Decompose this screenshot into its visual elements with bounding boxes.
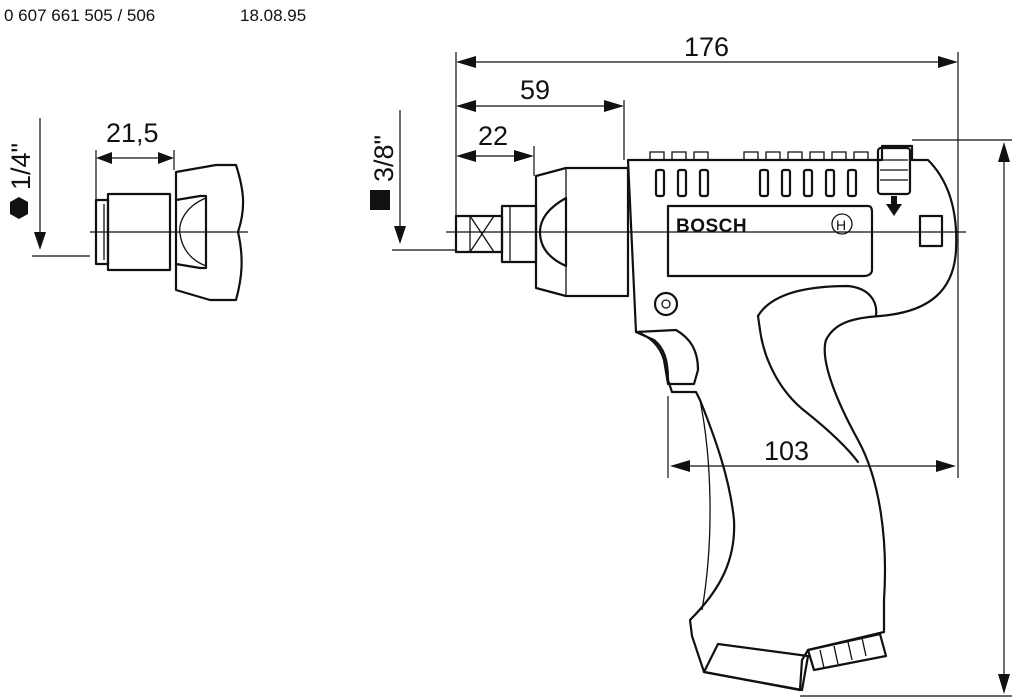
small-drive-length-label: 21,5 — [106, 118, 159, 148]
grip-upper-contour — [756, 284, 878, 318]
air-hose-fitting — [806, 632, 888, 672]
grip-front-contour — [699, 399, 711, 611]
height-arrow-bottom — [998, 674, 1010, 694]
arrow-down-icon — [886, 204, 902, 216]
drive-arrow-left — [456, 150, 476, 162]
grip-side-contour — [756, 314, 860, 464]
square-drive-label: 3/8" — [369, 135, 399, 182]
small-arrow-left — [96, 152, 112, 164]
overall-arrow-right — [938, 56, 958, 68]
bosch-mark-icon — [831, 213, 853, 235]
handle-arrow-left — [670, 460, 690, 472]
square-icon — [370, 190, 390, 210]
handle-length-label: 103 — [764, 436, 809, 466]
overall-arrow-left — [456, 56, 476, 68]
nose-arrow-left — [456, 100, 476, 112]
housing-screw — [653, 291, 679, 317]
hexagon-icon — [10, 197, 28, 219]
main-tool-view: 3/8" 176 59 22 — [369, 32, 1012, 697]
bosch-mark-letter: H — [836, 217, 846, 233]
hex-drive-label: 1/4" — [6, 143, 36, 190]
hex-dimension-arrow — [34, 232, 46, 250]
small-attachment-view: 1/4" 21,5 — [6, 118, 248, 302]
height-arrow-top — [998, 142, 1010, 162]
square-dimension-arrow — [394, 226, 406, 244]
anvil-collar — [500, 204, 538, 264]
drive-length-label: 22 — [478, 121, 508, 151]
cooling-fins — [649, 151, 869, 198]
reverse-switch — [876, 146, 912, 196]
tool-body-outline — [626, 144, 958, 692]
drive-arrow-right — [514, 150, 534, 162]
nose-length-label: 59 — [520, 75, 550, 105]
square-drive-tip — [454, 214, 504, 254]
grip-base-plate — [702, 642, 810, 692]
brand-logo: BOSCH — [676, 216, 747, 237]
drawing-date: 18.08.95 — [240, 6, 306, 25]
trigger — [634, 328, 700, 386]
logo-plate — [666, 204, 874, 278]
overall-length-label: 176 — [684, 32, 729, 62]
handle-arrow-right — [936, 460, 956, 472]
air-inlet-cap — [918, 214, 944, 248]
nose-arrow-right — [604, 100, 624, 112]
small-arrow-right — [158, 152, 174, 164]
part-numbers: 0 607 661 505 / 506 — [4, 6, 155, 25]
